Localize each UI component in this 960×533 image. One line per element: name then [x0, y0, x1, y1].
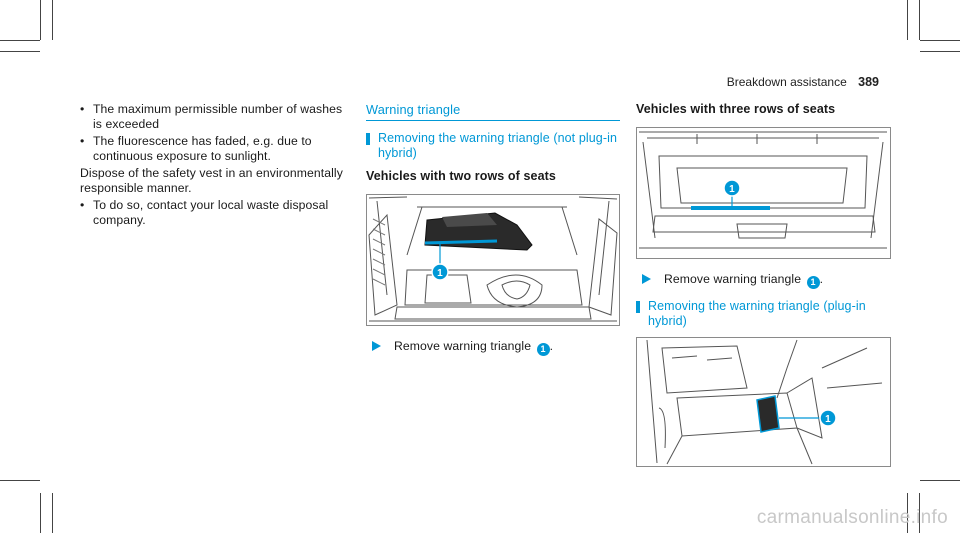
list-item: To do so, contact your local waste dispo… — [80, 198, 350, 228]
figure-trunk-three-rows: 1 — [636, 127, 891, 259]
subheading-bar-icon — [366, 133, 370, 145]
figure-trunk-plug-in-hybrid: 1 — [636, 337, 891, 467]
header-section: Breakdown assistance — [726, 75, 847, 89]
crop-mark — [52, 0, 53, 40]
running-header: Breakdown assistance 389 — [727, 75, 879, 89]
crop-mark — [40, 0, 41, 40]
crop-mark — [920, 40, 960, 41]
bold-heading: Vehicles with two rows of seats — [366, 169, 556, 183]
subheading: Removing the warning triangle (plug-in h… — [636, 299, 892, 329]
instruction-end: . — [549, 339, 554, 353]
list-item: The fluorescence has faded, e.g. due to … — [80, 134, 350, 164]
instruction: Remove warning triangle 1. — [636, 271, 892, 289]
crop-mark — [907, 0, 908, 40]
crop-mark — [0, 51, 40, 52]
crop-mark — [919, 0, 920, 40]
instruction-text: Remove warning triangle — [664, 272, 802, 286]
figure-callout: 1 — [825, 414, 831, 425]
paragraph: Dispose of the safety vest in an environ… — [80, 166, 343, 195]
column-2: Warning triangle Removing the warning tr… — [366, 102, 620, 366]
crop-mark — [40, 493, 41, 533]
figure-trunk-two-rows: 1 — [366, 194, 620, 326]
section-title: Warning triangle — [366, 102, 620, 121]
watermark: carmanualsonline.info — [756, 507, 948, 528]
callout-badge-icon — [431, 263, 449, 281]
instruction-text: Remove warning triangle — [394, 339, 532, 353]
subheading-text: Removing the warning triangle (plug-in h… — [648, 299, 866, 328]
subheading-bar-icon — [636, 301, 640, 313]
crop-mark — [0, 480, 40, 481]
trunk-illustration: 1 — [639, 131, 887, 249]
column-1: The maximum permissible number of washes… — [80, 102, 350, 230]
subheading-text: Removing the warning triangle (not plug-… — [378, 131, 618, 160]
figure-callout: 1 — [729, 184, 735, 195]
callout-badge-icon: 1 — [536, 343, 550, 356]
crop-mark — [52, 493, 53, 533]
crop-mark — [907, 493, 908, 533]
crop-mark — [920, 51, 960, 52]
column-3: Vehicles with three rows of seats 1 Remo… — [636, 102, 892, 467]
subheading: Removing the warning triangle (not plug-… — [366, 131, 620, 161]
crop-mark — [0, 40, 40, 41]
trunk-illustration: 1 — [368, 196, 618, 322]
instruction-end: . — [819, 272, 824, 286]
page-number: 389 — [858, 75, 879, 89]
trunk-illustration: 1 — [646, 339, 883, 465]
instruction: Remove warning triangle 1. — [366, 338, 620, 356]
callout-badge-icon: 1 — [806, 276, 820, 289]
crop-mark — [919, 493, 920, 533]
list-item: The maximum permissible number of washes… — [80, 102, 350, 132]
callout-badge-icon — [819, 409, 837, 427]
figure-callout: 1 — [437, 268, 443, 279]
triangle-right-icon — [642, 274, 651, 284]
bold-heading: Vehicles with three rows of seats — [636, 102, 836, 116]
crop-mark — [920, 480, 960, 481]
callout-badge-icon — [723, 179, 741, 197]
triangle-right-icon — [372, 341, 381, 351]
